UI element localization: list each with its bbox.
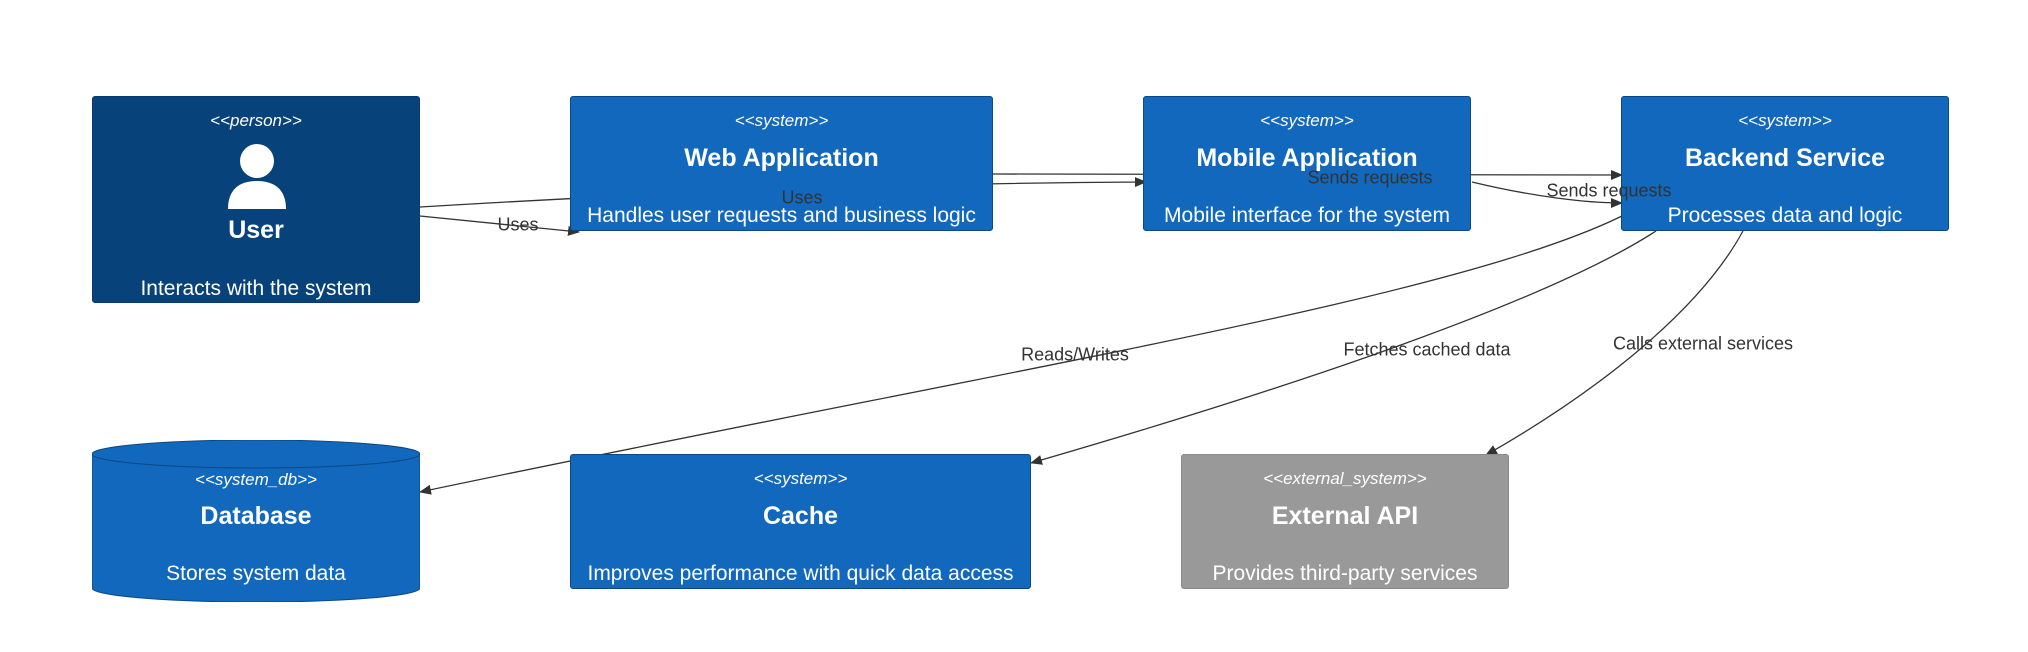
node-cache-stereotype: <<system>> — [753, 469, 848, 488]
node-mobile-description: Mobile interface for the system — [1164, 204, 1450, 227]
edge-label-backend-external: Calls external services — [1612, 333, 1794, 354]
node-external-api[interactable]: <<external_system>> External API Provide… — [1181, 454, 1509, 589]
node-cache-description: Improves performance with quick data acc… — [587, 562, 1014, 585]
node-database-description: Stores system data — [166, 562, 346, 585]
node-cache-title: Cache — [762, 502, 839, 530]
node-database-title: Database — [200, 502, 312, 530]
node-mobile-application[interactable]: <<system>> Mobile Application Mobile int… — [1143, 96, 1471, 231]
node-external-title: External API — [1271, 502, 1419, 530]
edge-label-web-backend: Sends requests — [1307, 167, 1433, 188]
node-backend-stereotype: <<system>> — [1738, 111, 1832, 130]
node-cache[interactable]: <<system>> Cache Improves performance wi… — [570, 454, 1031, 589]
node-web-description: Handles user requests and business logic — [587, 204, 976, 227]
node-web-title: Web Application — [684, 144, 879, 172]
node-web-application[interactable]: <<system>> Web Application Handles user … — [570, 96, 993, 231]
node-user[interactable]: <<person>> User Interacts with the syste… — [92, 96, 420, 303]
edge-label-backend-cache: Fetches cached data — [1343, 339, 1511, 360]
node-user-description: Interacts with the system — [140, 277, 372, 300]
database-cylinder-shape — [92, 440, 420, 602]
node-database-stereotype: <<system_db>> — [195, 470, 317, 489]
node-mobile-title: Mobile Application — [1196, 144, 1418, 172]
edge-backend-cache — [1030, 230, 1657, 465]
edge-label-mobile-backend: Sends requests — [1546, 180, 1672, 201]
node-backend-description: Processes data and logic — [1667, 204, 1903, 227]
edge-label-backend-database: Reads/Writes — [1021, 344, 1129, 365]
edge-label-user-mobile: Uses — [781, 187, 823, 208]
node-external-description: Provides third-party services — [1212, 562, 1478, 585]
edge-backend-database — [419, 215, 1623, 495]
edge-label-user-web: Uses — [497, 214, 539, 235]
edge-backend-external — [1485, 230, 1744, 456]
node-mobile-stereotype: <<system>> — [1260, 111, 1354, 130]
person-icon — [228, 144, 286, 209]
node-web-stereotype: <<system>> — [734, 111, 829, 130]
node-database[interactable]: <<system_db>> Database Stores system dat… — [92, 440, 420, 602]
edge-user-web — [419, 215, 580, 236]
node-user-stereotype: <<person>> — [210, 111, 302, 130]
node-backend-title: Backend Service — [1684, 144, 1886, 172]
edge-mobile-backend — [1471, 181, 1623, 208]
node-user-title: User — [228, 216, 284, 244]
node-external-stereotype: <<external_system>> — [1263, 469, 1427, 488]
node-backend-service[interactable]: <<system>> Backend Service Processes dat… — [1621, 96, 1949, 231]
